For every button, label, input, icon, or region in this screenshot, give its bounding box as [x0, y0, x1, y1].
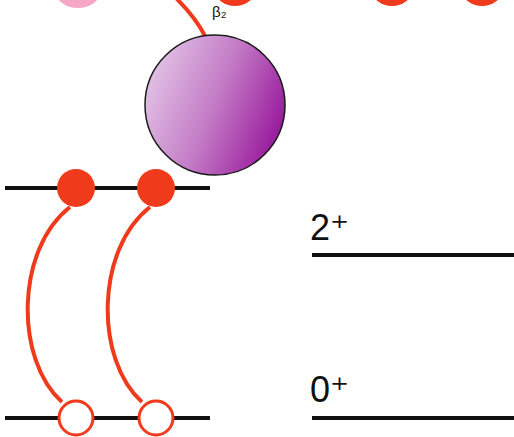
particle — [137, 169, 175, 207]
cut-blob — [372, 0, 412, 6]
state-level — [312, 416, 514, 420]
deformation-label: β₂ — [212, 4, 226, 19]
state-label: 2⁺ — [310, 210, 349, 246]
cut-blob — [462, 0, 502, 6]
hole — [59, 401, 93, 435]
state-level — [312, 253, 514, 257]
level-line — [5, 186, 210, 190]
coupling-line — [176, 0, 205, 36]
excitation-curve — [28, 207, 70, 402]
hole — [139, 401, 173, 435]
excitation-curve — [108, 207, 150, 402]
cut-blob — [56, 0, 100, 8]
particle — [57, 169, 95, 207]
level-line — [5, 416, 210, 420]
state-label: 0⁺ — [310, 372, 349, 408]
nucleus-sphere — [145, 35, 285, 175]
